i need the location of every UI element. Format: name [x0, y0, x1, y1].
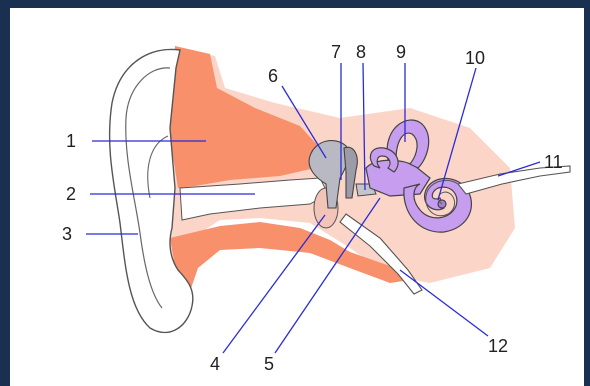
- label-1: 1: [66, 131, 76, 151]
- label-6: 6: [268, 66, 278, 86]
- label-8: 8: [356, 42, 366, 62]
- ear-anatomy-diagram: 1 2 3 4 5 6 7 8 9 10 11 12: [10, 8, 584, 386]
- label-11: 11: [544, 152, 563, 172]
- label-7: 7: [331, 42, 341, 62]
- label-12: 12: [488, 336, 508, 356]
- pointer-12: [400, 270, 488, 336]
- diagram-panel: 1 2 3 4 5 6 7 8 9 10 11 12: [10, 8, 584, 386]
- label-9: 9: [396, 42, 406, 62]
- label-5: 5: [264, 354, 274, 374]
- label-4: 4: [210, 354, 220, 374]
- label-2: 2: [66, 184, 76, 204]
- label-10: 10: [465, 48, 485, 68]
- label-3: 3: [62, 224, 72, 244]
